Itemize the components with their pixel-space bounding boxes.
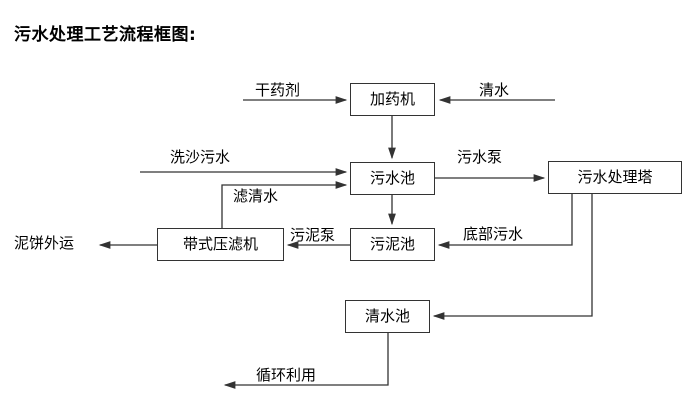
edge-clean-water-pool-to-recycle bbox=[223, 333, 389, 389]
edge-label-filtered-clear-water: 滤清水 bbox=[233, 187, 279, 205]
terminal-label-mud-cake-out: 泥饼外运 bbox=[14, 234, 75, 252]
node-belt-filter-press[interactable]: 带式压滤机 bbox=[157, 228, 284, 261]
node-label-clean-water-pool: 清水池 bbox=[364, 307, 410, 325]
edge-label-sand-wash-sewage: 洗沙污水 bbox=[170, 148, 231, 166]
edge-label-sludge-pump: 污泥泵 bbox=[290, 226, 336, 244]
node-sewage-pool[interactable]: 污水池 bbox=[350, 162, 435, 195]
node-label-belt-filter-press: 带式压滤机 bbox=[182, 235, 258, 253]
node-dosing-machine[interactable]: 加药机 bbox=[350, 83, 435, 116]
edge-tower-to-clean-water-pool bbox=[432, 194, 593, 320]
edge-label-dry-chemical: 干药剂 bbox=[255, 81, 301, 99]
node-treatment-tower[interactable]: 污水处理塔 bbox=[548, 161, 682, 194]
edge-label-recycle-use: 循环利用 bbox=[256, 366, 317, 384]
node-label-treatment-tower: 污水处理塔 bbox=[577, 168, 653, 186]
node-label-sewage-pool: 污水池 bbox=[369, 169, 415, 187]
page-title: 污水处理工艺流程框图: bbox=[14, 25, 197, 45]
edge-label-clean-water-inlet: 清水 bbox=[479, 81, 510, 99]
node-sludge-pool[interactable]: 污泥池 bbox=[350, 228, 435, 261]
node-clean-water-pool[interactable]: 清水池 bbox=[345, 300, 430, 333]
edge-filtered-water-to-sewage-pool bbox=[221, 181, 348, 228]
node-label-sludge-pool: 污泥池 bbox=[369, 235, 415, 253]
node-label-dosing-machine: 加药机 bbox=[369, 90, 415, 108]
edge-label-bottom-sewage: 底部污水 bbox=[463, 225, 524, 243]
edge-label-sewage-pump: 污水泵 bbox=[457, 148, 503, 166]
edge-tower-to-sludge-pool bbox=[437, 194, 573, 249]
